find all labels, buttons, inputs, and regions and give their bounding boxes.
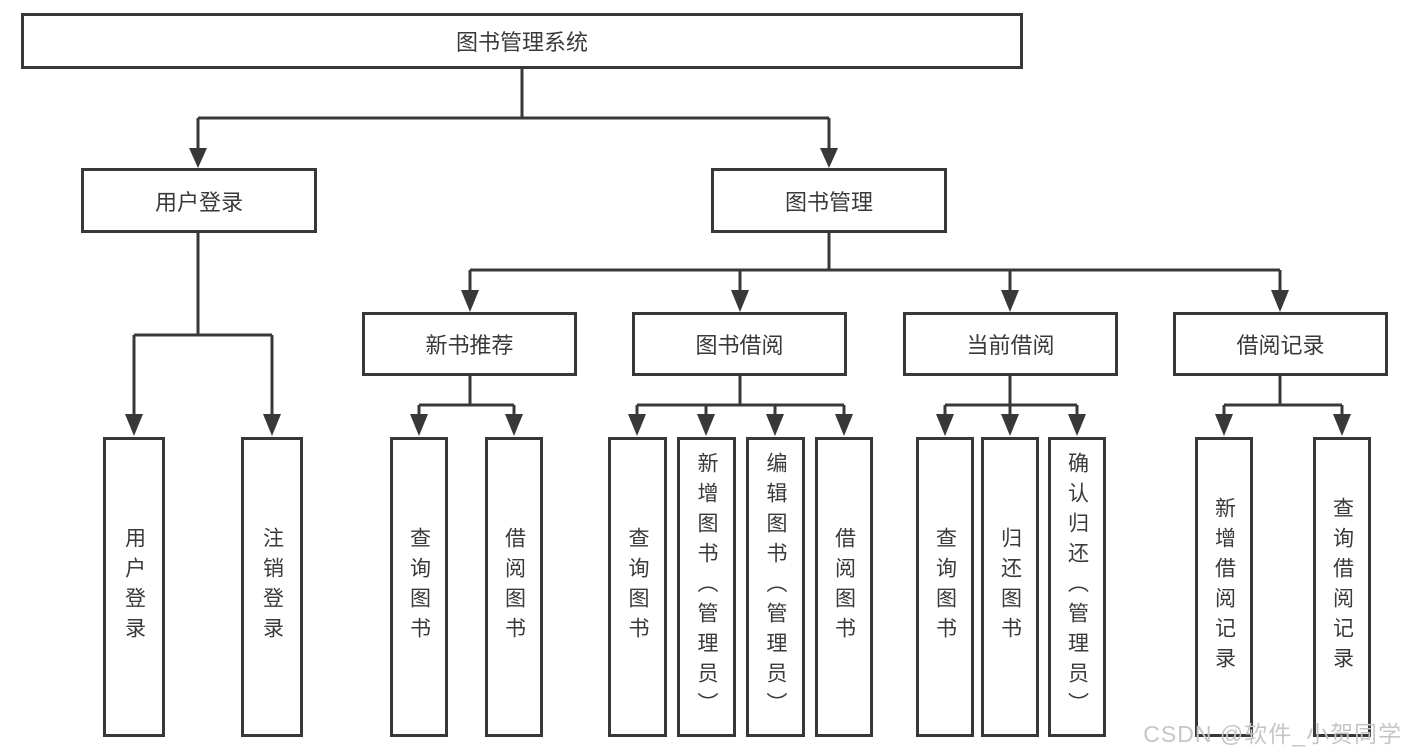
connector-borrowing-records-to-leaves: [1215, 376, 1351, 436]
node-label: 查询图书: [407, 527, 431, 647]
leaf-edit-book-admin: 编辑图书（管理员）: [746, 437, 805, 737]
node-label: 借阅图书: [502, 527, 526, 647]
node-label: 图书管理系统: [455, 30, 588, 55]
node-label: 图书借阅: [695, 333, 784, 358]
node-label: 新增借阅记录: [1212, 497, 1236, 677]
node-label: 新书推荐: [425, 333, 514, 358]
arrow-down-icon: [628, 414, 646, 436]
node-label: 图书管理: [784, 189, 873, 215]
arrow-down-icon: [731, 290, 749, 312]
node-label: 编辑图书（管理员）: [764, 452, 787, 722]
leaf-borrow-books-borrowing: 借阅图书: [815, 437, 873, 737]
arrow-down-icon: [505, 414, 523, 436]
leaf-query-books-recommend: 查询图书: [390, 437, 448, 737]
node-label: 注销登录: [260, 527, 284, 647]
connector-new-book-recommendation-to-leaves: [410, 376, 523, 436]
connector-current-borrowing-to-leaves: [936, 376, 1086, 436]
connector-user-login-to-leaves: [125, 233, 281, 436]
node-book-borrowing: 图书借阅: [632, 312, 847, 376]
node-book-management: 图书管理: [711, 168, 947, 233]
arrow-down-icon: [1068, 414, 1086, 436]
leaf-user-login: 用户登录: [103, 437, 165, 737]
node-library-management-system: 图书管理系统: [21, 13, 1023, 69]
node-user-login: 用户登录: [81, 168, 317, 233]
arrow-down-icon: [936, 414, 954, 436]
leaf-return-books: 归还图书: [981, 437, 1039, 737]
arrow-down-icon: [189, 148, 207, 168]
node-label: 用户登录: [122, 527, 146, 647]
node-label: 查询借阅记录: [1330, 497, 1354, 677]
leaf-query-books-current: 查询图书: [916, 437, 974, 737]
arrow-down-icon: [125, 414, 143, 436]
leaf-add-borrow-record: 新增借阅记录: [1195, 437, 1253, 737]
arrow-down-icon: [1001, 414, 1019, 436]
connector-book-management-to-level3: [461, 233, 1289, 312]
csdn-watermark: CSDN @软件_小贺同学: [1143, 721, 1402, 747]
arrow-down-icon: [1215, 414, 1233, 436]
node-label: 借阅图书: [832, 527, 856, 647]
node-label: 归还图书: [998, 527, 1022, 647]
node-label: 查询图书: [626, 527, 649, 647]
connector-book-borrowing-to-leaves: [628, 376, 853, 436]
node-borrowing-records: 借阅记录: [1173, 312, 1388, 376]
node-label: 确认归还（管理员）: [1065, 452, 1089, 722]
leaf-query-borrow-record: 查询借阅记录: [1313, 437, 1371, 737]
arrow-down-icon: [766, 414, 784, 436]
node-label: 用户登录: [154, 189, 243, 215]
leaf-confirm-return-admin: 确认归还（管理员）: [1048, 437, 1106, 737]
leaf-borrow-books-recommend: 借阅图书: [485, 437, 543, 737]
arrow-down-icon: [1001, 290, 1019, 312]
arrow-down-icon: [1271, 290, 1289, 312]
leaf-query-books-borrowing: 查询图书: [608, 437, 667, 737]
arrow-down-icon: [820, 148, 838, 168]
arrow-down-icon: [835, 414, 853, 436]
arrow-down-icon: [461, 290, 479, 312]
arrow-down-icon: [697, 414, 715, 436]
arrow-down-icon: [410, 414, 428, 436]
arrow-down-icon: [1333, 414, 1351, 436]
node-label: 当前借阅: [966, 333, 1055, 358]
node-label: 查询图书: [933, 527, 957, 647]
leaf-add-book-admin: 新增图书（管理员）: [677, 437, 736, 737]
connector-root-to-level2: [189, 69, 838, 168]
leaf-logout: 注销登录: [241, 437, 303, 737]
node-current-borrowing: 当前借阅: [903, 312, 1118, 376]
node-new-book-recommendation: 新书推荐: [362, 312, 577, 376]
arrow-down-icon: [263, 414, 281, 436]
node-label: 借阅记录: [1236, 333, 1325, 358]
node-label: 新增图书（管理员）: [695, 452, 718, 722]
